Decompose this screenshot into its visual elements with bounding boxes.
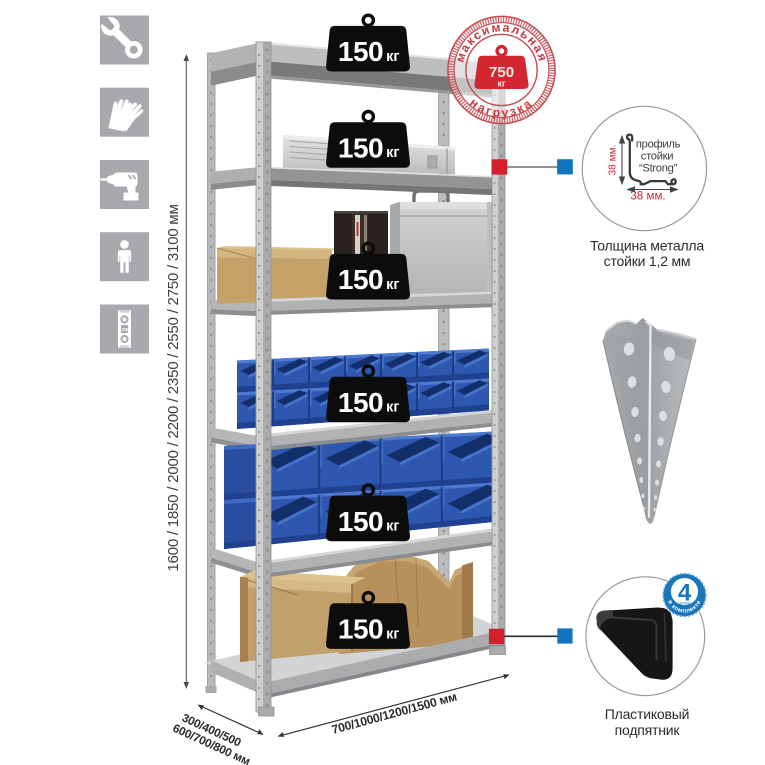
svg-text:“Strong”: “Strong” [639,162,678,174]
svg-text:USB: USB [120,327,130,332]
svg-text:кг: кг [497,78,506,88]
svg-text:Пластиковый: Пластиковый [605,706,689,722]
svg-text:750: 750 [489,64,514,81]
svg-text:стойки: стойки [641,150,673,162]
svg-text:1600 / 1850 / 2000 / 2200 / 23: 1600 / 1850 / 2000 / 2200 / 2350 / 2550 … [165,204,182,571]
svg-text:4: 4 [678,580,692,607]
svg-text:подпятник: подпятник [615,722,681,738]
svg-text:профиль: профиль [636,139,681,151]
svg-text:38 мм.: 38 мм. [630,190,665,203]
svg-text:штуки: штуки [678,601,691,606]
svg-text:стойки 1,2 мм: стойки 1,2 мм [604,253,691,269]
svg-text:Толщина металла: Толщина металла [590,238,704,254]
svg-text:38 мм.: 38 мм. [608,144,619,175]
